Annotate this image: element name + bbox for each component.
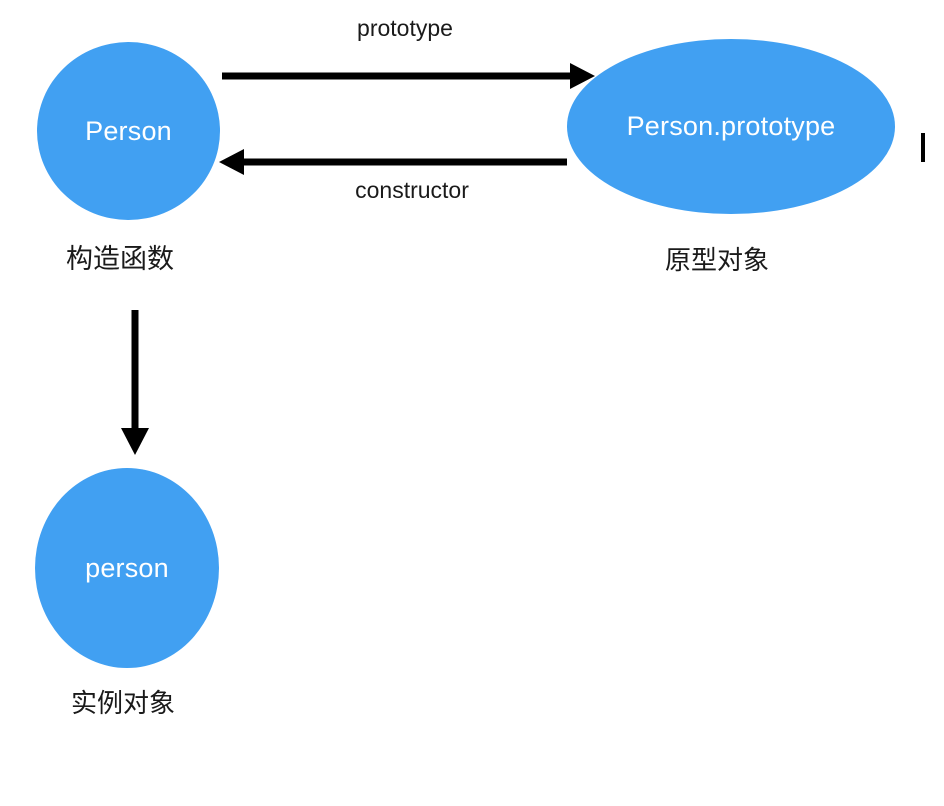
prototype-arrow (222, 63, 595, 89)
node-instance-object-label: person (85, 552, 169, 583)
instance-arrow (121, 310, 149, 455)
node-constructor-function-label: Person (85, 115, 172, 146)
prototype-arrow-label: prototype (357, 15, 453, 41)
node-prototype-object-label: Person.prototype (626, 111, 836, 141)
constructor-arrow (219, 149, 567, 175)
node-prototype-object: Person.prototype (567, 39, 895, 214)
caption-constructor-function: 构造函数 (66, 244, 174, 274)
caption-instance-object: 实例对象 (70, 688, 175, 718)
constructor-arrow-label: constructor (355, 177, 469, 203)
node-constructor-function: Person (37, 42, 220, 220)
caption-prototype-object: 原型对象 (664, 245, 769, 275)
text-cursor-artifact (921, 133, 925, 162)
node-instance-object: person (35, 468, 219, 668)
